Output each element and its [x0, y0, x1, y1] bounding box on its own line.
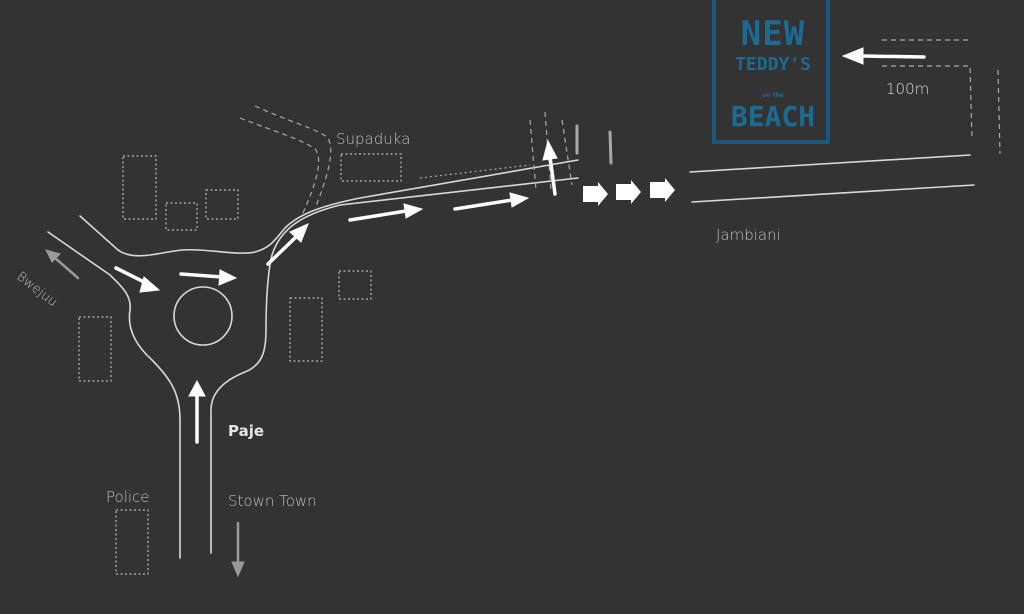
new-teddys-logo: NEW TEDDY'S on the BEACH [712, 0, 834, 148]
barrier-tick [608, 130, 613, 165]
road-jambiani-bottom [691, 184, 975, 203]
arrow-exit-northeast [266, 223, 309, 266]
dashed-road-right [997, 69, 1001, 155]
arrow-east-2 [453, 192, 530, 211]
building [165, 202, 198, 231]
logo-line-beach: BEACH [730, 100, 816, 133]
road-south-left [47, 231, 181, 559]
arrow-from-beach [841, 47, 926, 65]
chevron-arrow [650, 178, 675, 202]
building [205, 189, 239, 220]
label-paje: Paje [228, 422, 265, 440]
road-south-right [210, 177, 579, 554]
label-jambiani: Jambiani [716, 226, 781, 244]
label-distance: 100m [886, 80, 930, 98]
label-stown-town: Stown Town [228, 492, 317, 510]
dashed-road-mid [882, 65, 973, 141]
building [338, 270, 372, 300]
chevron-arrow [616, 180, 641, 204]
building [122, 155, 157, 220]
label-supaduka: Supaduka [336, 130, 411, 148]
building [289, 297, 323, 362]
arrow-into-roundabout [114, 266, 161, 293]
logo-frame [712, 0, 830, 144]
dashed-track-1 [239, 117, 320, 216]
building [78, 316, 112, 382]
roundabout [173, 286, 233, 346]
building [340, 153, 402, 182]
dashed-lane-c [561, 119, 573, 186]
dashed-lane-a [529, 119, 537, 191]
chevron-arrow [583, 182, 608, 206]
logo-line-teddys: TEDDY'S [735, 54, 811, 75]
logo-line-new: NEW [740, 14, 806, 54]
arrow-to-stown-town [231, 521, 245, 578]
arrow-north-paje [188, 379, 206, 444]
arrow-east-1 [348, 203, 424, 222]
arrow-to-bwejuu [45, 249, 80, 280]
label-police: Police [106, 488, 150, 506]
road-northwest-edge [79, 159, 579, 257]
road-jambiani-top [689, 154, 971, 173]
arrow-across-roundabout [179, 269, 238, 286]
dashed-track-2 [254, 105, 332, 207]
arrow-turn-north [542, 139, 558, 196]
dotted-line [419, 164, 531, 179]
logo-line-onthe: on the [762, 92, 784, 99]
building-police [115, 509, 149, 575]
